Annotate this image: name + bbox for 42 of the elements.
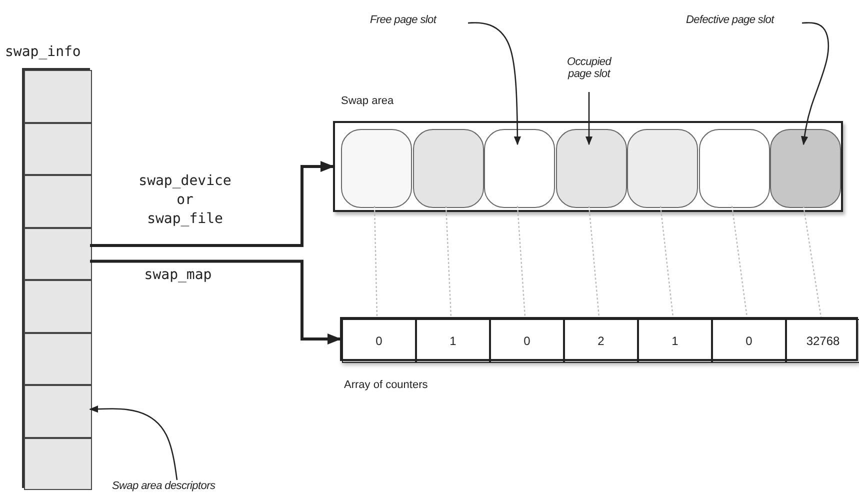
counter-cell: 0 [712, 319, 786, 363]
descriptor-cell [24, 438, 92, 490]
descriptor-cell [24, 280, 92, 332]
annotation: Swap area descriptors [112, 480, 242, 498]
counter-cell: 2 [564, 319, 638, 363]
arrow [90, 260, 342, 345]
arrow [800, 22, 830, 146]
arrow [90, 160, 334, 247]
page-slot [698, 129, 770, 208]
page-slot [556, 129, 626, 208]
counter-cell: 1 [638, 319, 712, 363]
descriptor-cell [24, 228, 92, 280]
descriptor-cell [24, 385, 92, 438]
area-heading: Swap area [341, 95, 394, 107]
descriptor-cell [24, 332, 92, 385]
array-caption: Array of counters [344, 379, 428, 391]
counter-cell: 0 [342, 319, 416, 363]
guide-line [516, 206, 526, 318]
guide-line [588, 206, 600, 318]
arrow [468, 22, 522, 146]
counter-cell: 32768 [786, 319, 859, 363]
counter-cell: 0 [490, 319, 564, 363]
descriptor-cell [24, 122, 92, 175]
annotation: Occupied page slot [556, 56, 622, 92]
descriptor-cell [24, 70, 92, 122]
annotation: Defective page slot [686, 14, 802, 32]
page-slot [484, 129, 555, 208]
guide-line [445, 206, 452, 318]
counter-cell: 1 [416, 319, 490, 363]
guide-line [802, 206, 822, 318]
guide-line [374, 206, 378, 318]
guide-line [660, 206, 674, 318]
arrow [89, 405, 178, 480]
array-heading: swap_info [5, 44, 81, 60]
annotation: Free page slot [370, 14, 468, 32]
page-slot [770, 129, 841, 208]
guide-line [731, 206, 748, 318]
arrow [585, 92, 593, 146]
descriptor-cell [24, 175, 92, 228]
page-slot [627, 129, 698, 208]
page-slot [412, 129, 484, 208]
page-slot [341, 129, 412, 208]
